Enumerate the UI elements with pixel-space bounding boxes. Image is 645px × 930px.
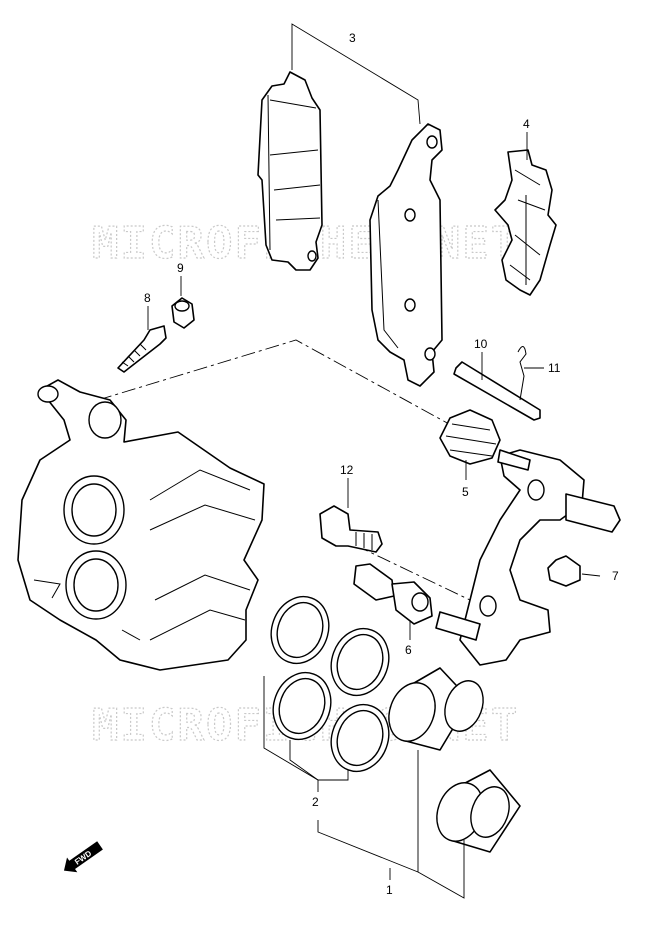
pin-clip [517,346,527,401]
callout-11: 11 [548,361,561,375]
caliper-bolt [319,505,383,553]
callouts: 3 4 9 8 10 11 12 5 7 6 2 1 [144,31,619,897]
leader-lines [147,23,601,899]
callout-6: 6 [405,643,412,657]
brake-pad-left [257,71,323,271]
callout-12: 12 [340,463,354,477]
bracket-clip [547,555,581,587]
callout-2: 2 [312,795,319,809]
bleeder-valve [117,325,167,373]
callout-8: 8 [144,291,151,305]
callout-5: 5 [462,485,469,499]
callout-3: 3 [349,31,356,45]
forward-arrow-icon: FWD [63,841,103,873]
bleeder-cap [171,297,195,329]
pad-pin [453,361,541,421]
callout-1: 1 [386,883,393,897]
caliper-bracket [435,449,621,666]
callout-9: 9 [177,261,184,275]
pad-spring [494,149,557,296]
callout-10: 10 [474,337,488,351]
caliper-body [17,379,265,671]
assembly-center-lines [97,339,471,601]
piston-seals [270,595,390,773]
pin-boot [439,409,501,465]
callout-7: 7 [612,569,619,583]
brake-pad-right [369,123,443,387]
pistons [388,667,521,853]
callout-4: 4 [523,117,530,131]
bracket-pin [353,563,433,625]
